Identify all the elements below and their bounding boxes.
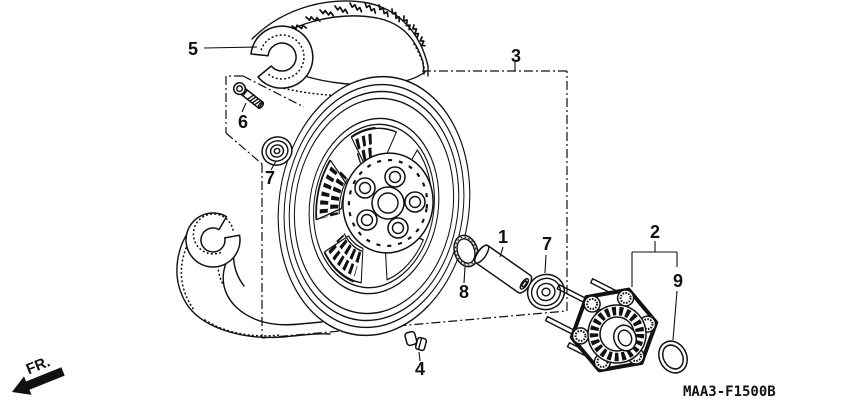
flange-center-bore (612, 324, 638, 352)
callout-labels: 1 2 3 4 5 6 7 7 8 9 (188, 39, 683, 379)
callout-9: 9 (673, 271, 683, 291)
o-ring-part (658, 340, 688, 374)
driven-flange-part (544, 278, 659, 373)
wheel-hub (342, 152, 434, 254)
fr-arrow-icon (12, 367, 65, 395)
callout-5: 5 (188, 39, 198, 59)
wheel-bearing-left-part (261, 136, 293, 166)
assembly-boundary-box (225, 70, 568, 339)
balance-weight-part (404, 330, 428, 352)
callout-8: 8 (459, 282, 469, 302)
callout-7-right: 7 (542, 234, 552, 254)
callout-7-left: 7 (265, 168, 275, 188)
wheel-bearing-right-part (526, 273, 566, 311)
valve-stem-part (232, 82, 265, 109)
callout-2: 2 (650, 222, 660, 242)
tire-upper-section (250, 0, 429, 97)
axle-collar-part (474, 244, 533, 294)
leader-lines (203, 46, 678, 362)
callout-4: 4 (415, 359, 425, 379)
tire-tread-pattern (291, 2, 426, 47)
wheel-lug-holes (354, 166, 426, 239)
callout-3: 3 (511, 46, 521, 66)
tire-lower-cross-section (185, 212, 241, 268)
snap-ring-part (453, 234, 479, 268)
callout-1: 1 (498, 227, 508, 247)
diagram-code: MAA3-F1500B (683, 384, 776, 400)
tire-lower-section (176, 212, 331, 339)
wheel-drawing (277, 75, 471, 337)
callout-6: 6 (238, 112, 248, 132)
wheel-center-bore (371, 186, 405, 220)
